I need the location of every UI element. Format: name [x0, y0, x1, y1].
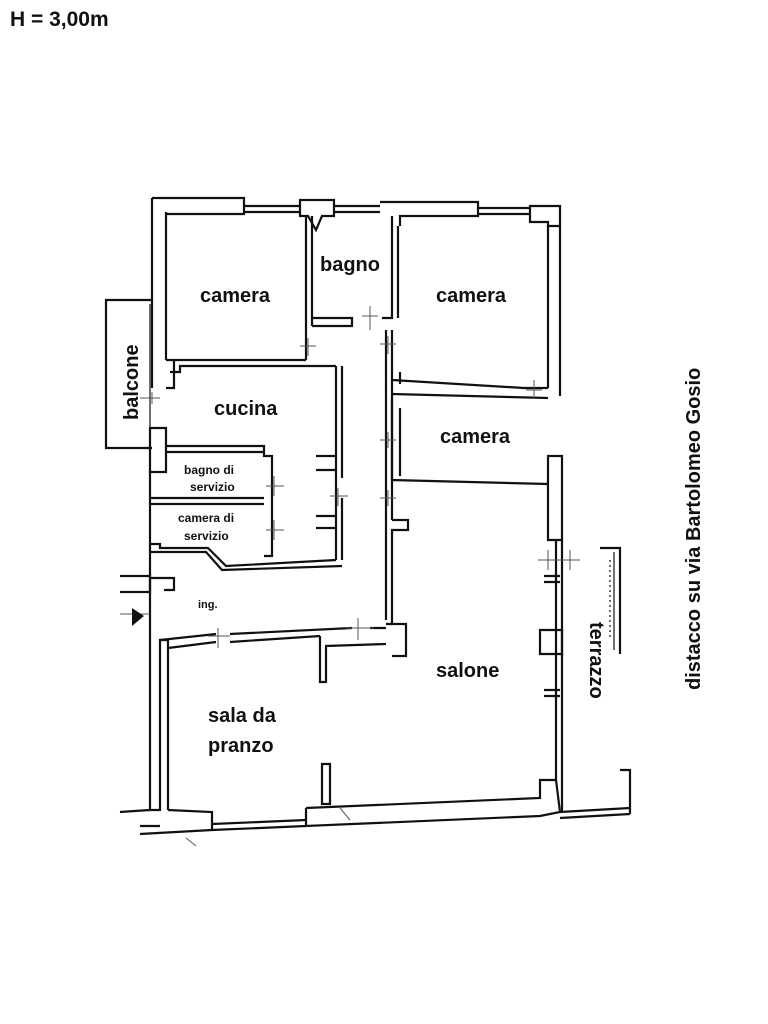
- bagno-servizio-label-2: servizio: [190, 480, 235, 494]
- entrance-arrow-icon: [132, 608, 144, 626]
- bagno-label: bagno: [320, 254, 380, 276]
- interior-walls: [159, 216, 549, 806]
- bagno-servizio-label-1: bagno di: [184, 463, 234, 477]
- salone-label: salone: [436, 660, 499, 682]
- terrace: terrazzo: [585, 546, 632, 814]
- sala-pranzo-label-2: pranzo: [208, 735, 274, 757]
- camera-servizio-label-1: camera di: [178, 511, 234, 525]
- service-rooms: [148, 426, 343, 592]
- balcone-label: balcone: [121, 344, 143, 420]
- ceiling-height-label: H = 3,00m: [10, 8, 109, 31]
- camera-nw-label: camera: [200, 285, 271, 307]
- terrazzo-label: terrazzo: [585, 622, 607, 699]
- camera-ne-label: camera: [436, 285, 507, 307]
- camera-e-label: camera: [440, 426, 511, 448]
- street-annotation: distacco su via Bartolomeo Gosio: [683, 368, 705, 690]
- ingresso-label: ing.: [198, 599, 218, 611]
- sala-pranzo-label-1: sala da: [208, 705, 277, 727]
- exterior-walls: [119, 196, 631, 836]
- cucina-label: cucina: [214, 398, 278, 420]
- entrance: [120, 574, 152, 626]
- balcony: balcone: [104, 298, 152, 450]
- door-marks: [120, 306, 580, 847]
- camera-servizio-label-2: servizio: [184, 529, 229, 543]
